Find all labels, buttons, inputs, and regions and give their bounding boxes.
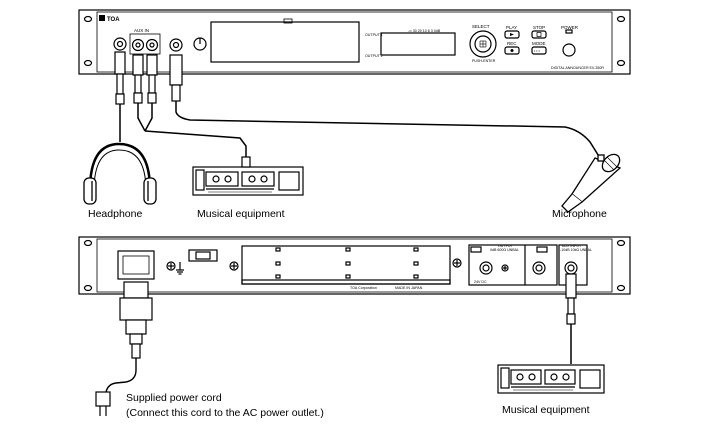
model-label: DIGITAL ANNOUNCER EV-350R [551,66,604,70]
aux-input-label: AUX INPUT [562,244,582,248]
meter-scale: -∞ 30 20 10 6 3 0dB [408,29,441,33]
rack-hole [83,15,93,23]
play-label: PLAY [506,25,517,30]
aux-in-r-jack [145,38,159,52]
rear-aux-plug [565,273,577,299]
musical-equipment-top-label: Musical equipment [197,208,285,220]
rack-hole [616,15,626,23]
rack-hole [83,59,93,67]
ac-inlet [117,250,155,280]
lcd-display [380,32,456,56]
output-1-jack [479,261,493,275]
headphone-label: Headphone [88,208,142,220]
display-slot [210,21,360,63]
power-button[interactable] [562,43,576,57]
musical-equipment-top-icon [192,156,304,196]
push-enter-label: PUSH-ENTER [472,59,496,63]
brand-label: TOA [107,17,120,23]
output-sub-label: 0dB 600Ω UNBAL [490,248,519,252]
power-plug-icon [95,391,111,407]
maker-label: TOA Corporation [350,286,377,290]
microphone-label: Microphone [552,208,607,220]
fuse-holder [188,249,218,262]
stop-button[interactable] [531,30,547,39]
aux-l-plug [132,54,144,76]
aux-in-l-jack [131,38,145,52]
made-in-label: MADE IN JAPAN [395,286,423,290]
aux-r-plug [146,54,158,76]
power-label: POWER [561,25,579,30]
output-2-jack [532,261,546,275]
microphone-icon [561,153,622,213]
toa-logo-mark [99,15,105,21]
stop-label: STOP [533,25,545,30]
aux-input-jack [564,261,578,275]
rec-label: REC [507,41,517,46]
svg-text:• • •: • • • [534,49,541,53]
output-block [468,244,558,286]
aux-in-label: AUX IN [134,28,149,33]
front-panel [78,9,631,75]
rec-button[interactable] [504,46,520,55]
mic-plug [169,54,183,86]
rear-panel [78,236,631,295]
select-dial[interactable] [469,30,497,58]
select-label: SELECT [472,24,490,29]
rack-hole [616,59,626,67]
voltage-label: 24V DC [474,280,487,284]
headphone-jack [113,37,127,51]
output1-label: OUTPUT 1 [365,33,383,37]
aux-input-sub-label: -10dB 10kΩ UNBAL [560,248,592,252]
play-button[interactable] [504,30,520,39]
rear-panel-rack [78,236,631,295]
power-cord-note: (Connect this cord to the AC power outle… [126,407,324,419]
power-led [565,29,573,34]
output2-label: OUTPUT 2 [365,54,383,58]
front-panel-rack [78,9,631,75]
power-cord [95,281,153,416]
mic-jack [169,38,183,52]
musical-equipment-bottom-icon [497,364,605,394]
mode-label: MODE [532,41,546,46]
output-label: OUTPUT [498,244,514,248]
musical-equipment-bottom-label: Musical equipment [502,404,590,416]
headphone-plug [114,51,126,75]
mode-button[interactable] [531,46,547,55]
power-cord-label: Supplied power cord [126,392,222,404]
headphone-icon [83,142,157,205]
